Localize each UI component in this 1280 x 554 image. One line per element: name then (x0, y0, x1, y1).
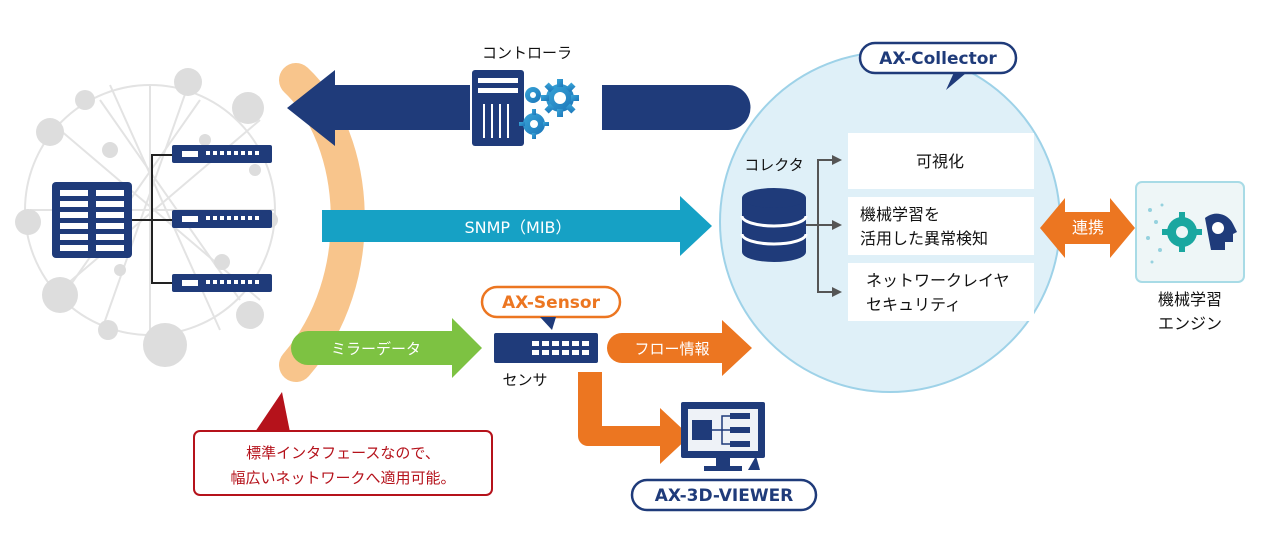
output-box-security (848, 263, 1034, 321)
collector-tag-label: AX-Collector (879, 49, 997, 69)
database-icon (740, 188, 808, 262)
snmp-label: SNMP（MIB） (464, 218, 571, 237)
link-label: 連携 (1072, 218, 1104, 237)
link-double-arrow (1040, 198, 1135, 258)
collector-branch-lines (806, 159, 832, 293)
ml-engine-line1: 機械学習 (1158, 290, 1222, 309)
flow-info-arrow (607, 320, 752, 376)
flow-info-label: フロー情報 (634, 340, 709, 358)
mirror-data-label: ミラーデータ (331, 340, 421, 358)
server-rack-icon (52, 182, 132, 258)
output-ml-line1: 機械学習を (860, 205, 940, 224)
mirror-data-arrow (291, 318, 482, 378)
snmp-arrow (322, 196, 712, 256)
callout-line1: 標準インタフェースなので、 (246, 444, 440, 462)
callout-line2: 幅広いネットワークへ適用可能。 (230, 469, 455, 487)
output-visualization-label: 可視化 (916, 152, 964, 171)
controller-server-icon (472, 70, 524, 146)
collector-label: コレクタ (744, 156, 803, 174)
callout-pointer (255, 392, 290, 432)
callout-box (193, 430, 493, 496)
switch-connectors (132, 154, 172, 284)
switch-icon-middle (172, 210, 272, 228)
viewer-l-arrow (578, 372, 690, 464)
controller-label: コントローラ (482, 44, 572, 62)
switch-icon-bottom (172, 274, 272, 292)
output-security-line2: セキュリティ (866, 295, 961, 314)
output-security-line1: ネットワークレイヤ (866, 271, 1010, 290)
ml-brain-gear-icon (1146, 203, 1237, 264)
sensor-device-icon (494, 333, 598, 363)
output-box-visualization (848, 133, 1034, 189)
viewer-monitor-icon (681, 402, 765, 471)
gear-icon (519, 79, 579, 139)
switch-icon-top (172, 145, 272, 163)
output-box-ml-detection (848, 197, 1034, 255)
viewer-tag-box (630, 478, 818, 512)
collector-tag-box (858, 41, 1018, 75)
sensor-tag-pointer (540, 317, 556, 330)
network-mesh-nodes (15, 68, 278, 367)
sensor-tag-label: AX-Sensor (502, 293, 601, 313)
sensor-label: センサ (502, 371, 547, 389)
ml-engine-line2: エンジン (1158, 314, 1222, 333)
collector-branch-arrowheads (832, 155, 842, 297)
controller-arrow-left-part (287, 70, 470, 146)
controller-arrow-right-part (602, 85, 751, 131)
output-ml-line2: 活用した異常検知 (860, 229, 988, 248)
viewer-tag-label: AX-3D-VIEWER (655, 486, 794, 506)
